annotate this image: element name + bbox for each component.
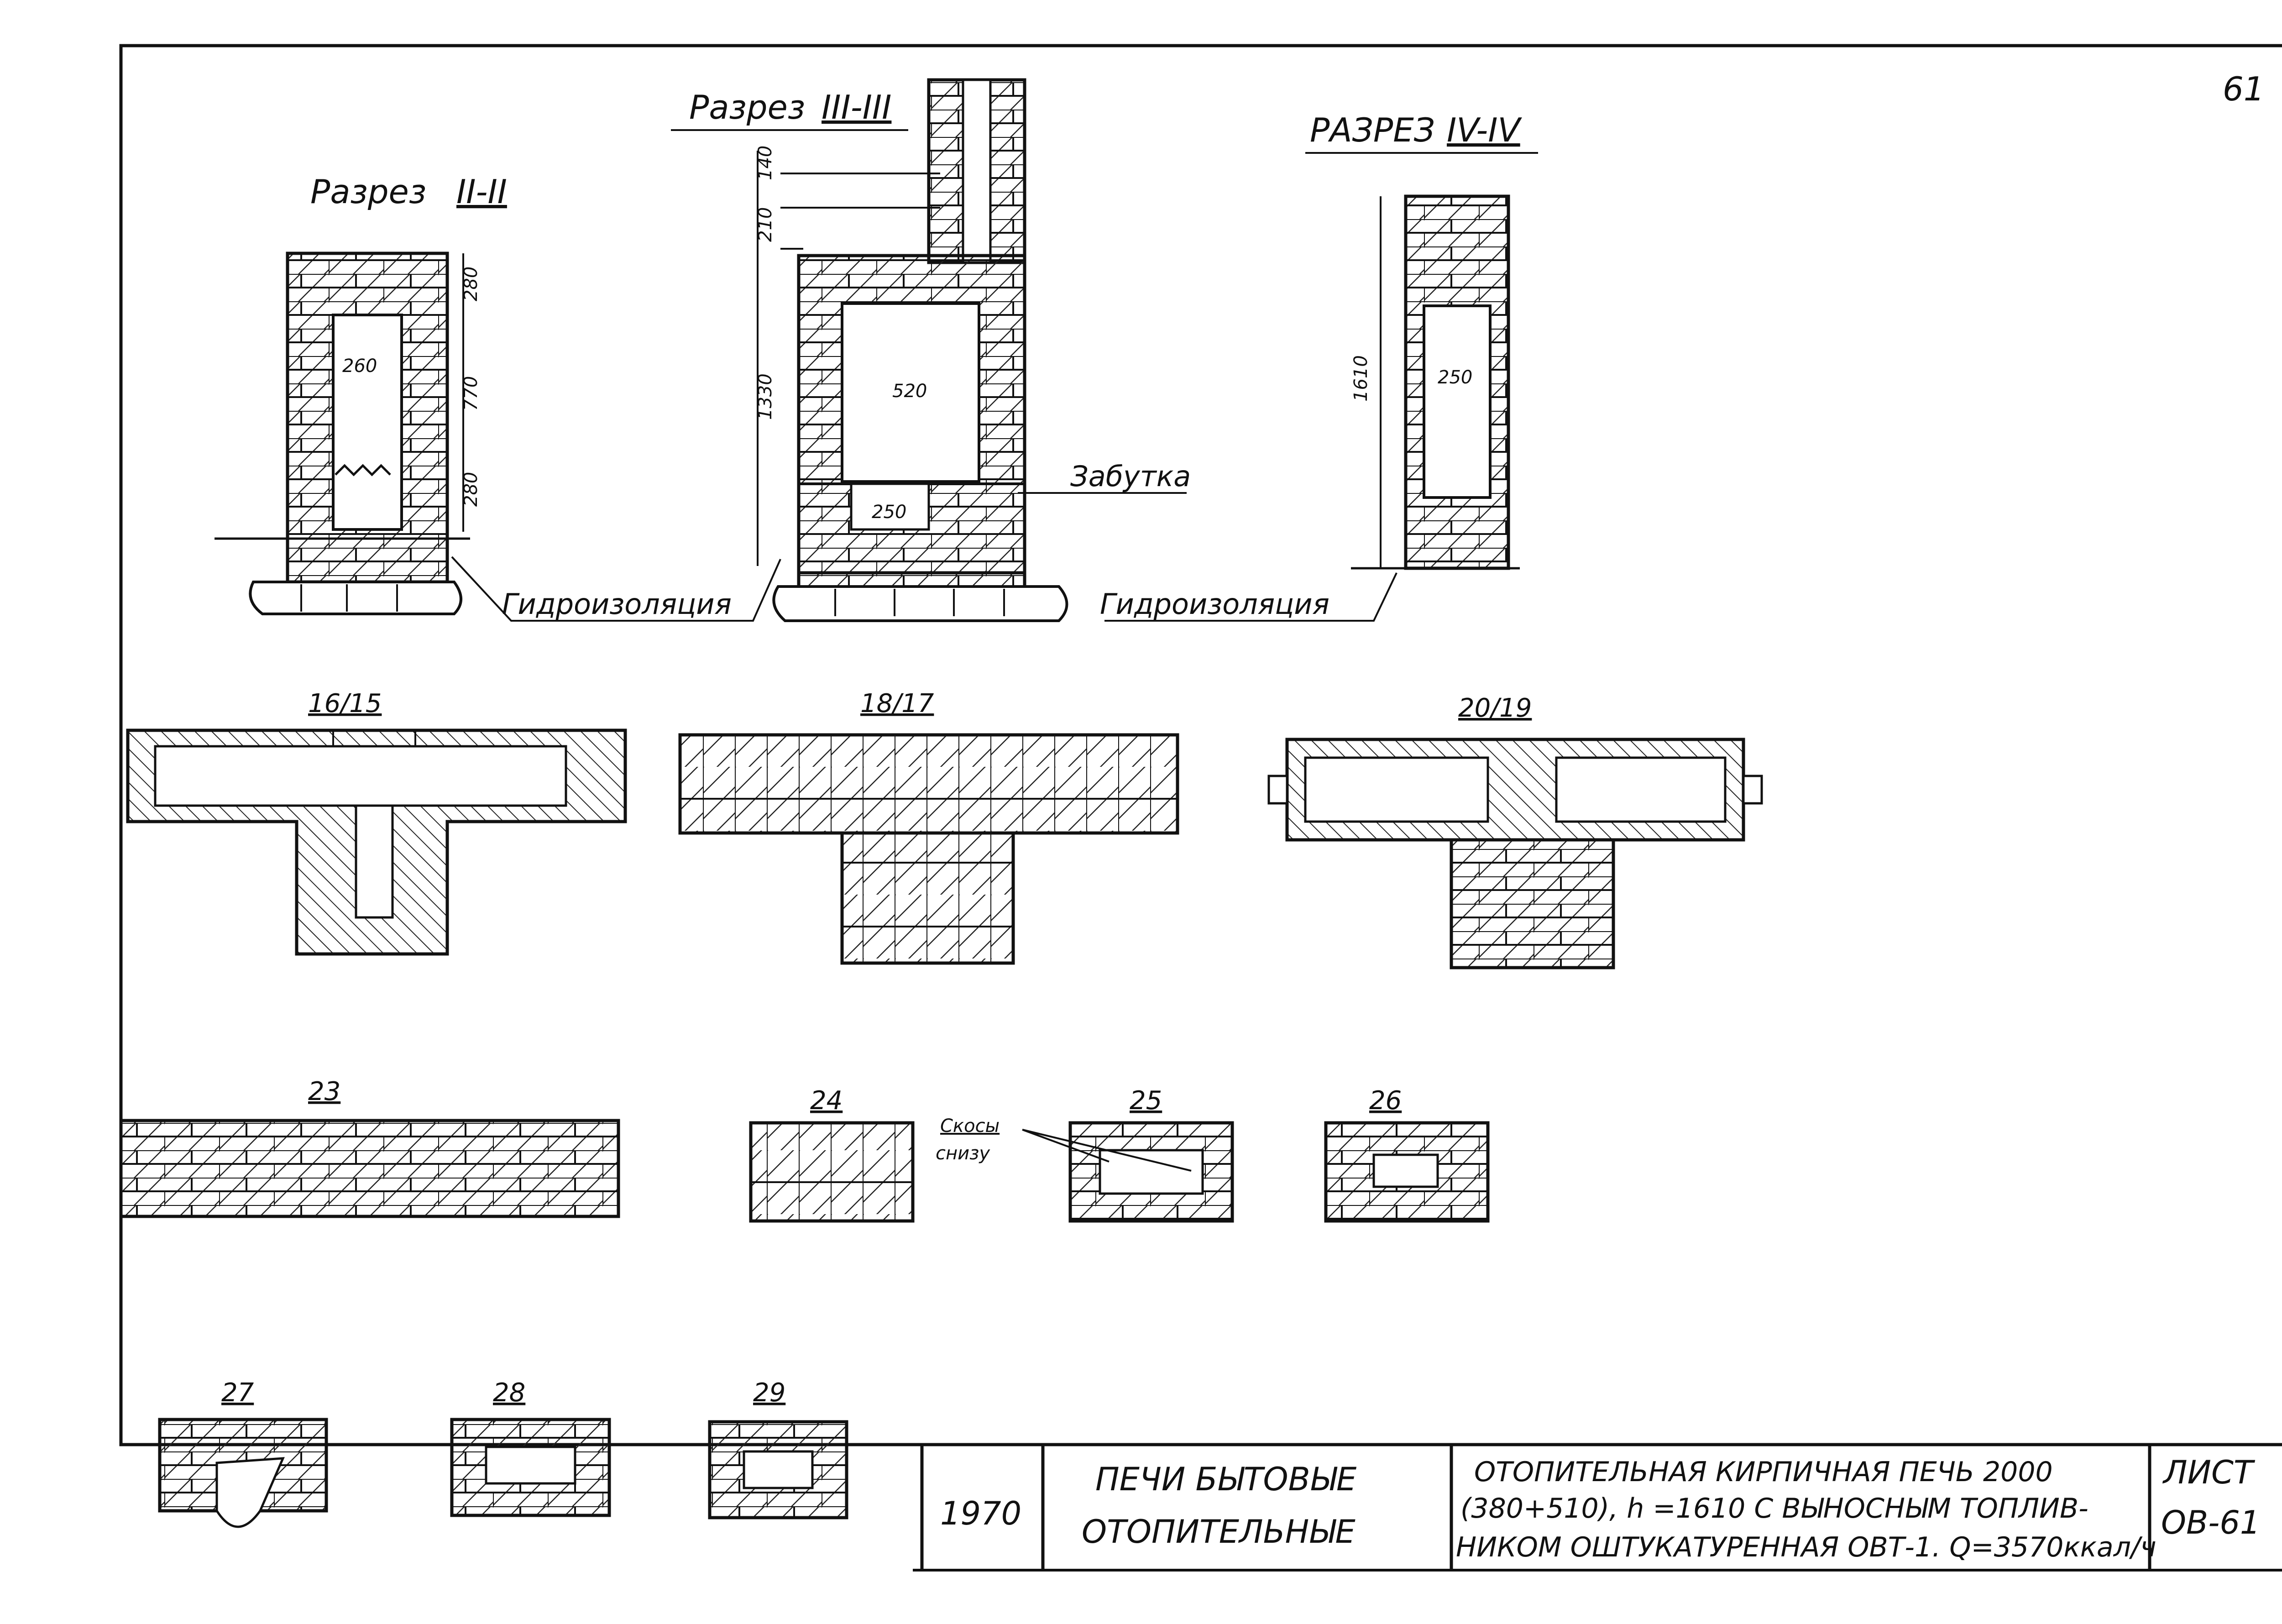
plan-23-mark: 23 <box>308 1077 340 1106</box>
section-4-title: РАЗРЕЗ <box>1310 111 1435 149</box>
title-desc-line2: (380+510), h =1610 С ВЫНОСНЫМ ТОПЛИВ- <box>1460 1493 2088 1524</box>
section-4-4: РАЗРЕЗ IV-IV 250 1610 <box>1305 111 1538 570</box>
section-2-dim-b: 770 <box>461 376 482 411</box>
plan-24-mark: 24 <box>810 1086 843 1116</box>
title-block: 1970 ПЕЧИ БЫТОВЫЕ ОТОПИТЕЛЬНЫЕ ОТОПИТЕЛЬ… <box>913 1445 2282 1572</box>
plan-18-17-mark: 18/17 <box>860 689 934 718</box>
title-desc-line1: ОТОПИТЕЛЬНАЯ КИРПИЧНАЯ ПЕЧЬ 2000 <box>1474 1456 2053 1488</box>
section-4-inner-dim: 250 <box>1438 367 1472 388</box>
section-4-numeral: IV-IV <box>1447 111 1522 149</box>
hydro-left-label: Гидроизоляция <box>502 587 732 621</box>
title-series-line1: ПЕЧИ БЫТОВЫЕ <box>1095 1461 1357 1498</box>
plan-20-19: 20/19 <box>1267 693 1763 969</box>
section-3-title: Разрез <box>689 88 805 126</box>
hydro-left-leader <box>451 556 781 622</box>
section-3-note: Забутка <box>1070 460 1191 493</box>
title-series-line2: ОТОПИТЕЛЬНЫЕ <box>1082 1513 1356 1551</box>
plan-16-15: 16/15 <box>126 689 627 956</box>
plan-25-mark: 25 <box>1130 1086 1162 1116</box>
bevel-note-line2: снизу <box>936 1143 990 1164</box>
plan-26: 26 <box>1324 1086 1490 1223</box>
page-number: 61 <box>2223 70 2265 108</box>
section-2-numeral: II-II <box>456 173 507 211</box>
section-3-dim-c: 1330 <box>755 373 776 420</box>
plan-28: 28 <box>450 1378 611 1517</box>
plan-29: 29 <box>708 1378 848 1519</box>
section-2-2: Разрез II-II 260 280 770 280 <box>215 173 507 615</box>
section-3-inner-dim-2: 250 <box>872 502 906 523</box>
plan-27: 27 <box>158 1378 328 1528</box>
plan-23: 23 <box>119 1077 620 1218</box>
section-2-dim-a: 280 <box>461 267 482 301</box>
title-year: 1970 <box>940 1495 1021 1532</box>
section-3-dim-b: 210 <box>755 207 776 242</box>
section-2-dim-c: 280 <box>461 472 482 507</box>
section-3-dim-a: 140 <box>755 146 776 180</box>
plan-20-19-mark: 20/19 <box>1458 693 1532 723</box>
plan-27-mark: 27 <box>221 1378 254 1408</box>
plan-18-17: 18/17 <box>678 689 1179 965</box>
section-3-numeral: III-III <box>822 88 891 126</box>
section-2-inner-dim: 260 <box>342 356 377 377</box>
title-sheet-code: ОВ-61 <box>2161 1504 2260 1541</box>
section-2-title: Разрез <box>310 173 426 211</box>
plan-25: 25 Скосы снизу <box>936 1086 1234 1223</box>
hydro-right-leader <box>1104 572 1397 622</box>
plan-24: 24 <box>749 1086 915 1223</box>
plan-16-15-mark: 16/15 <box>308 689 382 718</box>
plan-29-mark: 29 <box>753 1378 785 1408</box>
title-sheet-label: ЛИСТ <box>2162 1454 2256 1491</box>
hydro-right-label: Гидроизоляция <box>1100 587 1329 621</box>
plan-26-mark: 26 <box>1369 1086 1402 1116</box>
section-3-3: Разрез III-III 520 250 Забутка 140 210 1… <box>671 78 1191 622</box>
bevel-note-line1: Скосы <box>940 1116 1000 1137</box>
plan-28-mark: 28 <box>493 1378 525 1408</box>
frame-border <box>119 44 2282 1446</box>
section-4-dim: 1610 <box>1350 355 1371 402</box>
title-desc-line3: НИКОМ ОШТУКАТУРЕННАЯ ОВТ-1. Q=3570ккал/ч <box>1456 1531 2156 1563</box>
section-3-inner-dim-1: 520 <box>892 381 927 402</box>
